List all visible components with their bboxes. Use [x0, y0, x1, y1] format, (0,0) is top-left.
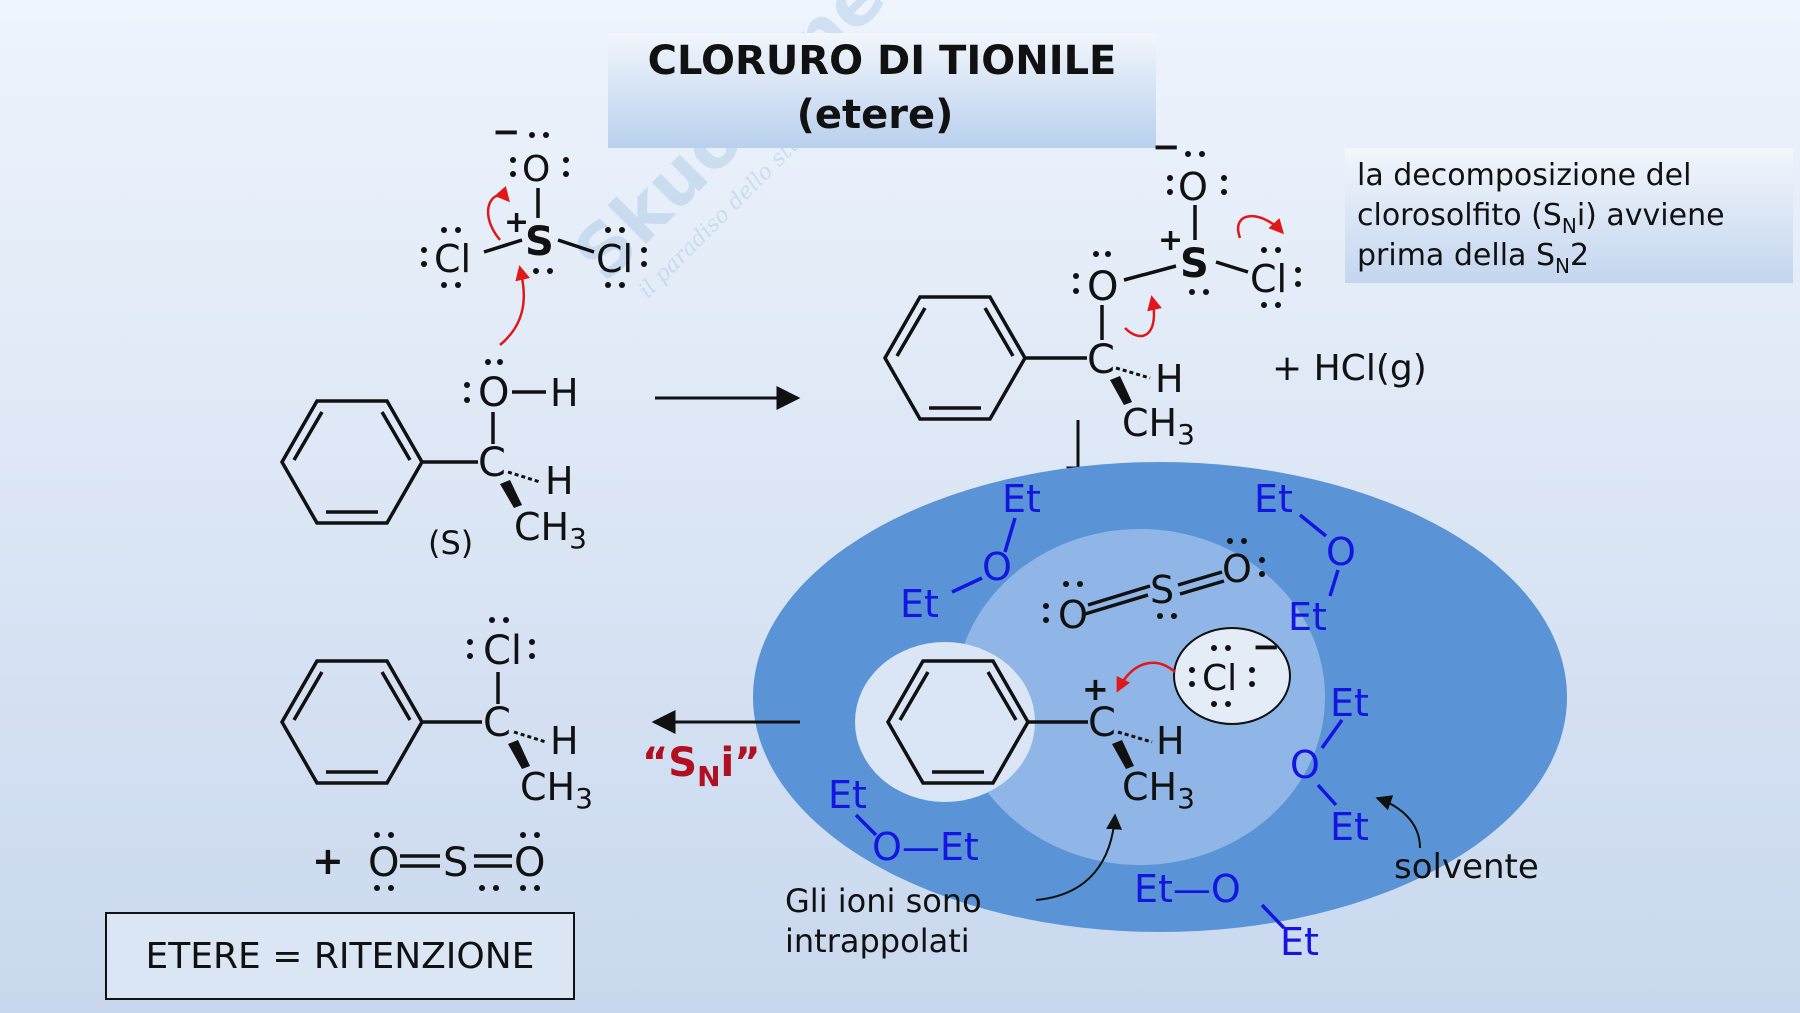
- ether5-et-o: Et—O: [1134, 867, 1241, 911]
- ether2-et-top: Et: [1254, 477, 1293, 521]
- curved-arrow-s-cl-leaving: [1236, 215, 1285, 239]
- ether4-o-et: O—Et: [872, 825, 979, 869]
- product-so2-o1: O: [368, 840, 399, 886]
- solvent-cage: [753, 462, 1567, 932]
- so2-in-cage: O S O: [1043, 538, 1265, 637]
- chloride-ion: Cl −: [1173, 627, 1291, 725]
- benzene-ring-2: [882, 295, 1028, 421]
- chlorosulfite-s: S: [1180, 241, 1209, 287]
- product-so2-o2: O: [514, 840, 545, 886]
- product-cl: Cl: [483, 628, 522, 674]
- benzene-ring-1: [279, 399, 425, 525]
- inner-highlight: [855, 642, 1035, 802]
- trapped-pointer-arrow: [1035, 813, 1123, 901]
- alcohol-c: C: [478, 440, 506, 486]
- solvent-ether-4: Et O—Et: [828, 773, 979, 869]
- page-subtitle: (etere): [797, 92, 954, 138]
- ether3-et-top: Et: [1330, 681, 1369, 725]
- conclusion-text: ETERE = RITENZIONE: [146, 936, 535, 977]
- title-box: CLORURO DI TIONILE (etere): [608, 33, 1156, 148]
- trapped-label-line-2: intrappolati: [785, 922, 970, 960]
- curved-arrow-c-o-break: [1124, 295, 1162, 338]
- thionyl-s-plus: +: [504, 205, 529, 240]
- chlorosulfite-o: O: [1087, 264, 1118, 310]
- ether1-o: O: [982, 545, 1012, 589]
- thionyl-cl-left: Cl: [434, 237, 471, 281]
- ether1-et-top: Et: [1002, 477, 1041, 521]
- curved-arrow-s-cl: [486, 186, 510, 241]
- trapped-label-line-1: Gli ioni sono: [785, 882, 982, 920]
- solvent-pointer-arrow: [1375, 795, 1421, 849]
- alcohol-o: O: [478, 370, 509, 416]
- chlorosulfite-h: H: [1155, 357, 1184, 401]
- ether5-et-bottom: Et: [1280, 920, 1319, 964]
- thionyl-s: S: [525, 219, 554, 265]
- carbocation-c: C: [1088, 700, 1116, 746]
- ether3-o: O: [1290, 743, 1320, 787]
- product-so2: + O S O: [312, 832, 545, 891]
- page-title: CLORURO DI TIONILE: [648, 38, 1117, 84]
- solvent-ether-2: Et O Et: [1254, 477, 1356, 639]
- conclusion-box: ETERE = RITENZIONE: [105, 912, 575, 1000]
- curved-arrow-o-s: [499, 265, 530, 346]
- carbocation-h: H: [1156, 719, 1185, 763]
- carbocation-plus: +: [1082, 670, 1109, 708]
- chlorosulfite-cl: Cl: [1250, 257, 1287, 301]
- ether2-et-bottom: Et: [1288, 595, 1327, 639]
- solvent-label: solvente: [1394, 847, 1539, 887]
- chloride-minus: −: [1252, 627, 1281, 667]
- sni-label: “SNi”: [642, 740, 761, 793]
- benzene-ring-4: [279, 659, 425, 785]
- note-line-1: la decomposizione del: [1357, 158, 1691, 193]
- chlorosulfite-c: C: [1087, 337, 1115, 383]
- solvent-ether-1: Et O Et: [900, 477, 1041, 626]
- cage-so2-o1: O: [1058, 593, 1088, 637]
- product-so2-plus: +: [312, 839, 344, 883]
- ether4-et-top: Et: [828, 773, 867, 817]
- chlorosulfite-s-plus: +: [1158, 223, 1183, 258]
- note-line-2: clorosolfito (SNi) avviene: [1357, 198, 1725, 238]
- chloride-cl: Cl: [1202, 658, 1237, 699]
- note-line-3: prima della SN2: [1357, 238, 1589, 278]
- alcohol-h: H: [550, 371, 579, 415]
- solvent-ether-3: Et O Et: [1290, 681, 1369, 849]
- byproduct-hcl: + HCl(g): [1272, 348, 1427, 389]
- chlorosulfite-ch3: CH3: [1122, 401, 1195, 451]
- alcohol-ch3: CH3: [514, 505, 587, 555]
- product-ch3: CH3: [520, 765, 593, 815]
- benzene-ring-3: [885, 659, 1031, 785]
- chlorosulfite-o-minus: −: [1152, 127, 1181, 167]
- alcohol-h2: H: [545, 459, 574, 503]
- carbocation: + C H CH3: [885, 659, 1195, 815]
- ether1-et-bottom: Et: [900, 582, 939, 626]
- thionyl-o-minus: −: [492, 112, 521, 152]
- chlorosulfite-molecule: C O + S O − Cl H CH3: [882, 127, 1301, 451]
- ether2-o: O: [1326, 530, 1356, 574]
- note-box: la decomposizione del clorosolfito (SNi)…: [1345, 148, 1793, 283]
- product-c: C: [483, 700, 511, 746]
- inner-cage: [955, 529, 1325, 865]
- carbocation-ch3: CH3: [1122, 765, 1195, 815]
- ether3-et-bottom: Et: [1330, 805, 1369, 849]
- product-so2-s: S: [443, 840, 468, 886]
- curved-arrow-cl-attack: [1116, 661, 1176, 693]
- cage-so2-o2: O: [1222, 547, 1252, 591]
- thionyl-cl-right: Cl: [596, 237, 633, 281]
- thionyl-o: O: [522, 149, 550, 190]
- thionyl-chloride: − O + S Cl Cl: [421, 112, 647, 346]
- product-molecule: C Cl H CH3: [279, 617, 593, 815]
- product-h: H: [550, 719, 579, 763]
- alcohol-molecule: C O H H CH3 (S): [279, 359, 587, 562]
- chlorosulfite-o-top: O: [1178, 165, 1208, 209]
- alcohol-config: (S): [428, 524, 473, 562]
- cage-so2-s: S: [1150, 568, 1174, 612]
- solvent-ether-5: Et—O Et: [1134, 867, 1319, 964]
